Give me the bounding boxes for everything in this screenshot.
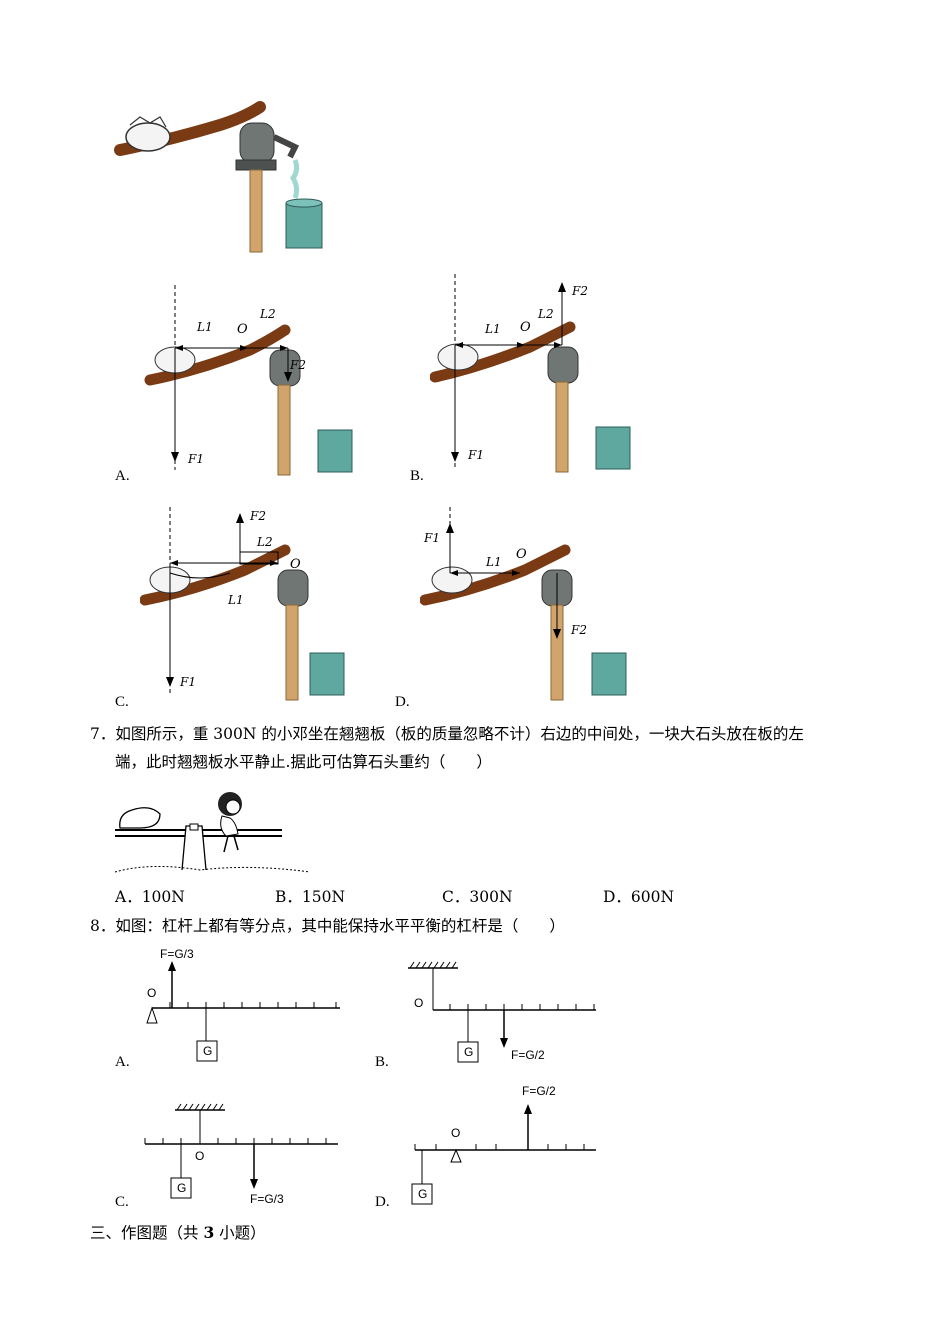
section-3-prefix: 三、作图题（共 — [90, 1224, 204, 1242]
q6-d-f2-label: F2 — [571, 623, 587, 637]
q8-number: 8． — [90, 917, 116, 935]
q7-choice-d[interactable]: D．600N — [603, 888, 675, 906]
q8-stem-line1: 8．如图：杠杆上都有等分点，其中能保持水平平衡的杠杆是（ ） — [90, 917, 565, 936]
pump-illustration — [114, 101, 323, 253]
q8-d-weight-label: G — [418, 1187, 428, 1201]
q6-d-o-label: O — [516, 547, 527, 562]
q6-b-l2-label: L2 — [538, 307, 554, 321]
q8-d-force-label: F=G/2 — [522, 1084, 556, 1098]
q8-option-c-figure: O G F=G/3 — [140, 1100, 350, 1210]
q6-c-l2-label: L2 — [257, 535, 273, 549]
q8-b-weight-label: G — [464, 1045, 474, 1059]
q6-c-o-label: O — [290, 557, 301, 572]
q6-a-l1-label: L1 — [197, 320, 213, 334]
q8-option-c-letter[interactable]: C. — [115, 1194, 129, 1210]
q8-option-a-figure: F=G/3 O G — [140, 945, 350, 1070]
seesaw-illustration — [114, 792, 311, 873]
q6-d-l1-label: L1 — [486, 555, 502, 569]
q6-a-o-label: O — [237, 322, 248, 337]
section-3-heading: 三、作图题（共 3 小题） — [90, 1223, 266, 1243]
q6-c-l1-label: L1 — [228, 593, 244, 607]
q8-c-weight-label: G — [177, 1181, 187, 1195]
q7-choice-a[interactable]: A．100N — [115, 888, 185, 906]
q6-option-a-figure: L1 O L2 F2 F1 — [140, 280, 370, 480]
q6-option-b-letter[interactable]: B. — [410, 468, 424, 484]
section-3-count: 3 — [203, 1223, 215, 1242]
q6-b-f2-label: F2 — [572, 284, 588, 298]
q8-a-weight-label: G — [203, 1044, 213, 1058]
q6-a-f2-label: F2 — [290, 358, 306, 372]
q6-option-d-letter[interactable]: D. — [395, 694, 410, 710]
q6-option-c-figure: F2 L2 O L1 F1 — [139, 505, 370, 705]
q7-choice-c[interactable]: C．300N — [442, 888, 513, 906]
q6-option-a-letter[interactable]: A. — [115, 468, 130, 484]
q8-b-force-label: F=G/2 — [511, 1048, 545, 1062]
q8-c-pivot-label: O — [195, 1149, 205, 1163]
q6-a-l2-label: L2 — [260, 307, 276, 321]
q8-b-pivot-label: O — [414, 996, 424, 1010]
q7-stem-line2: 端，此时翘翘板水平静止.据此可估算石头重约（ ） — [115, 753, 492, 771]
q6-option-c-letter[interactable]: C. — [115, 694, 129, 710]
q6-c-f1-label: F1 — [180, 675, 196, 689]
q7-text-line1: 如图所示，重 300N 的小邓坐在翘翘板（板的质量忽略不计）右边的中间处，一块大… — [115, 725, 804, 743]
q6-a-f1-label: F1 — [188, 452, 204, 466]
q8-a-force-label: F=G/3 — [160, 947, 194, 961]
q6-option-d-figure: F1 L1 O F2 — [419, 505, 650, 705]
q6-b-o-label: O — [520, 320, 531, 335]
q8-d-pivot-label: O — [451, 1126, 461, 1140]
q8-c-force-label: F=G/3 — [250, 1192, 284, 1206]
q8-option-b-figure: O G F=G/2 — [400, 958, 610, 1070]
q7-choice-b[interactable]: B．150N — [275, 888, 346, 906]
q6-b-l1-label: L1 — [485, 322, 501, 336]
q6-b-f1-label: F1 — [468, 448, 484, 462]
q7-number: 7． — [90, 725, 116, 743]
section-3-suffix: 小题） — [214, 1224, 266, 1242]
q6-option-b-figure: L1 O L2 F2 F1 — [429, 272, 660, 477]
q6-c-f2-label: F2 — [250, 509, 266, 523]
q7-stem-line1: 7．如图所示，重 300N 的小邓坐在翘翘板（板的质量忽略不计）右边的中间处，一… — [90, 725, 804, 744]
q8-text-line1: 如图：杠杆上都有等分点，其中能保持水平平衡的杠杆是（ ） — [115, 917, 565, 935]
q8-option-a-letter[interactable]: A. — [115, 1054, 130, 1070]
q8-option-d-figure: F=G/2 O G — [400, 1080, 610, 1210]
q8-a-pivot-label: O — [147, 986, 157, 1000]
q8-option-b-letter[interactable]: B. — [375, 1054, 389, 1070]
q8-option-d-letter[interactable]: D. — [375, 1194, 390, 1210]
q6-d-f1-label: F1 — [424, 531, 440, 545]
